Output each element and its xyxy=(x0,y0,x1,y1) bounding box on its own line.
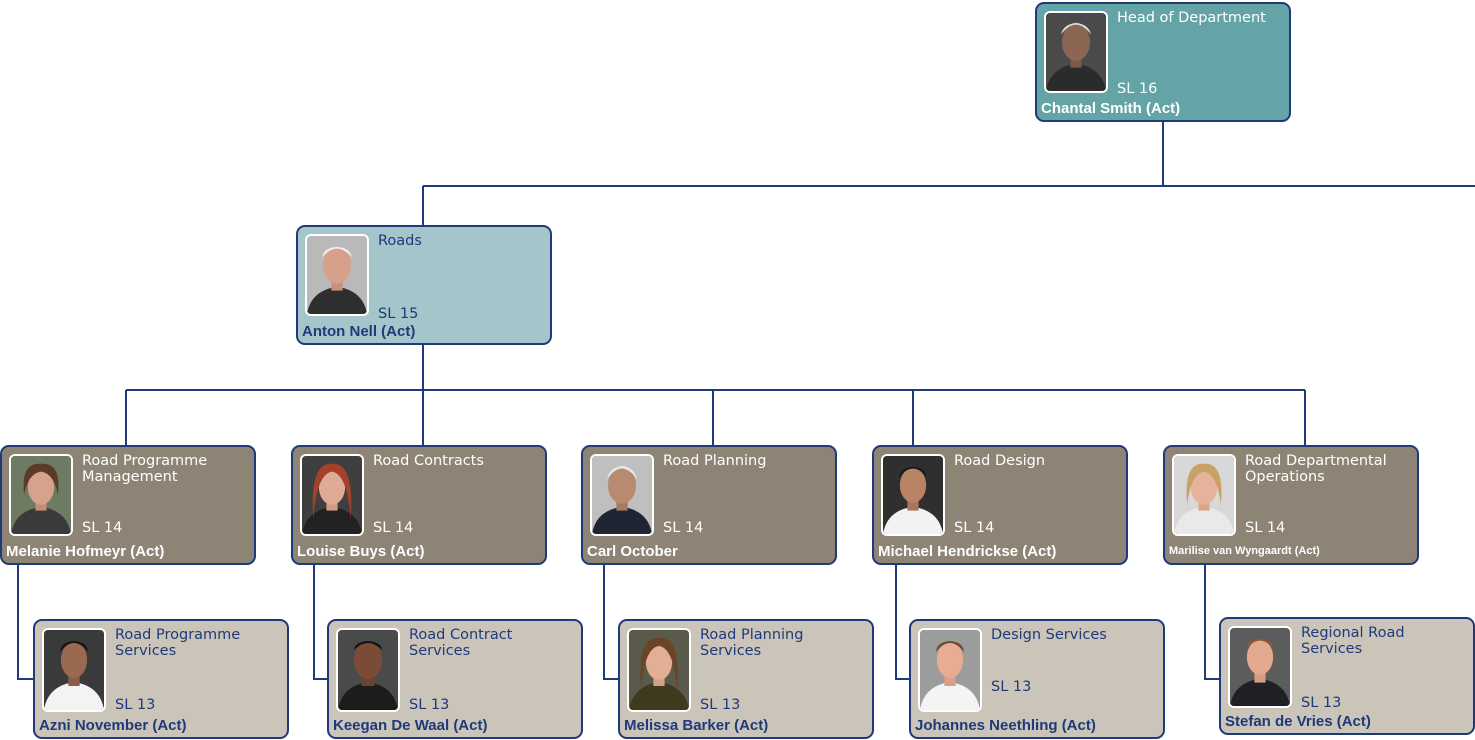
org-card-road-planning[interactable]: Road Planning SL 14 Carl October xyxy=(581,445,837,565)
salary-level: SL 16 xyxy=(1117,81,1158,97)
position-title: Road Programme Management xyxy=(82,453,208,485)
position-title: Road Planning Services xyxy=(700,627,804,659)
avatar xyxy=(881,454,945,536)
employee-name: Stefan de Vries (Act) xyxy=(1225,713,1371,730)
salary-level: SL 14 xyxy=(1245,520,1286,536)
salary-level: SL 14 xyxy=(663,520,704,536)
org-card-regional-road-services[interactable]: Regional Road Services SL 13 Stefan de V… xyxy=(1219,617,1475,735)
position-title: Road Contracts xyxy=(373,453,484,469)
salary-level: SL 13 xyxy=(991,679,1032,695)
salary-level: SL 13 xyxy=(1301,695,1342,711)
employee-name: Melanie Hofmeyr (Act) xyxy=(6,543,165,560)
position-title: Road Design xyxy=(954,453,1046,469)
org-card-head-of-department[interactable]: Head of Department SL 16 Chantal Smith (… xyxy=(1035,2,1291,122)
salary-level: SL 14 xyxy=(954,520,995,536)
employee-name: Carl October xyxy=(587,543,678,560)
avatar xyxy=(1228,626,1292,708)
avatar xyxy=(590,454,654,536)
employee-name: Keegan De Waal (Act) xyxy=(333,717,488,734)
avatar xyxy=(1172,454,1236,536)
salary-level: SL 14 xyxy=(82,520,123,536)
employee-name: Azni November (Act) xyxy=(39,717,187,734)
employee-name: Michael Hendrickse (Act) xyxy=(878,543,1057,560)
avatar xyxy=(42,628,106,712)
org-card-road-programme-management[interactable]: Road Programme Management SL 14 Melanie … xyxy=(0,445,256,565)
employee-name: Louise Buys (Act) xyxy=(297,543,425,560)
org-card-road-contract-services[interactable]: Road Contract Services SL 13 Keegan De W… xyxy=(327,619,583,739)
employee-name: Anton Nell (Act) xyxy=(302,323,416,340)
employee-name: Melissa Barker (Act) xyxy=(624,717,769,734)
salary-level: SL 14 xyxy=(373,520,414,536)
salary-level: SL 13 xyxy=(409,697,450,713)
position-title: Head of Department xyxy=(1117,10,1266,26)
avatar xyxy=(300,454,364,536)
avatar xyxy=(1044,11,1108,93)
position-title: Road Planning xyxy=(663,453,767,469)
salary-level: SL 13 xyxy=(700,697,741,713)
employee-name: Johannes Neethling (Act) xyxy=(915,717,1096,734)
org-card-road-design[interactable]: Road Design SL 14 Michael Hendrickse (Ac… xyxy=(872,445,1128,565)
org-card-road-planning-services[interactable]: Road Planning Services SL 13 Melissa Bar… xyxy=(618,619,874,739)
avatar xyxy=(9,454,73,536)
org-card-road-contracts[interactable]: Road Contracts SL 14 Louise Buys (Act) xyxy=(291,445,547,565)
org-card-roads[interactable]: Roads SL 15 Anton Nell (Act) xyxy=(296,225,552,345)
position-title: Roads xyxy=(378,233,422,249)
position-title: Design Services xyxy=(991,627,1107,643)
avatar xyxy=(918,628,982,712)
salary-level: SL 13 xyxy=(115,697,156,713)
position-title: Road Departmental Operations xyxy=(1245,453,1387,485)
employee-name: Chantal Smith (Act) xyxy=(1041,100,1181,117)
org-card-road-programme-services[interactable]: Road Programme Services SL 13 Azni Novem… xyxy=(33,619,289,739)
avatar xyxy=(305,234,369,316)
employee-name: Marilise van Wyngaardt (Act) xyxy=(1169,545,1320,557)
salary-level: SL 15 xyxy=(378,306,419,322)
position-title: Road Programme Services xyxy=(115,627,241,659)
org-card-road-departmental-operations[interactable]: Road Departmental Operations SL 14 Maril… xyxy=(1163,445,1419,565)
position-title: Regional Road Services xyxy=(1301,625,1405,657)
avatar xyxy=(627,628,691,712)
avatar xyxy=(336,628,400,712)
position-title: Road Contract Services xyxy=(409,627,513,659)
org-card-design-services[interactable]: Design Services SL 13 Johannes Neethling… xyxy=(909,619,1165,739)
